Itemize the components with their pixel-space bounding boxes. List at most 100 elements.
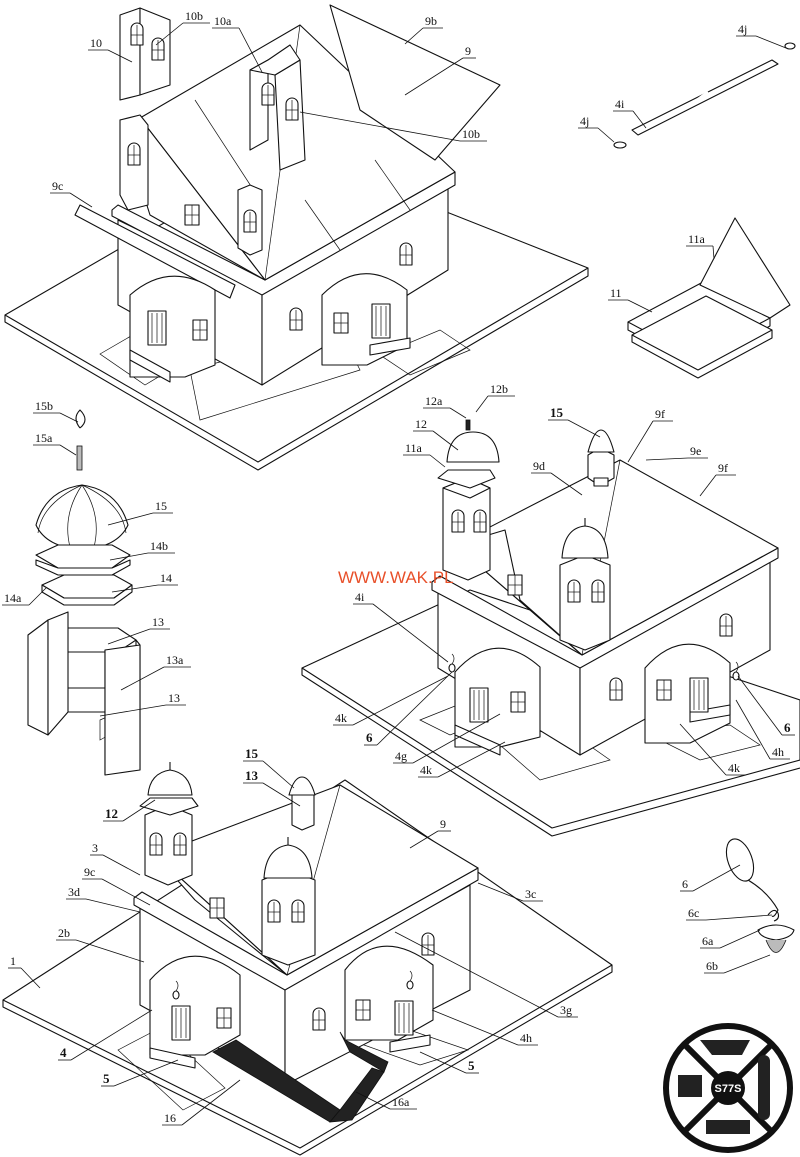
callout-16: 16	[162, 1079, 241, 1126]
leader-line	[679, 723, 727, 776]
tower-exploded	[27, 409, 141, 776]
label-13-a: 13	[152, 615, 164, 629]
leader-line	[99, 704, 167, 717]
label-10: 10	[90, 36, 102, 50]
leader-line	[155, 22, 184, 46]
callout-13-a: 13	[107, 615, 170, 645]
callout-12-bot: 12	[103, 799, 156, 822]
leader-line	[262, 782, 301, 807]
label-4k-c: 4k	[728, 761, 740, 775]
label-5-left: 5	[103, 1071, 110, 1086]
label-13-bot: 13	[245, 768, 259, 783]
leader-line	[113, 1059, 179, 1087]
label-12-mid: 12	[415, 417, 427, 431]
publisher-seal: S77S	[663, 1023, 793, 1153]
leader-line	[181, 1079, 241, 1126]
callout-4j-top: 4j	[736, 22, 787, 49]
label-14: 14	[160, 571, 172, 585]
leader-line	[627, 299, 653, 313]
leader-line	[419, 1051, 467, 1074]
leader-line	[352, 675, 449, 726]
label-3c: 3c	[525, 887, 536, 901]
callout-9b: 9b	[404, 14, 443, 45]
leader-line	[737, 675, 783, 736]
callout-10b-top: 10b	[155, 9, 210, 46]
label-12-bot: 12	[105, 806, 118, 821]
callout-6a: 6a	[700, 929, 761, 949]
leader-line	[238, 27, 263, 73]
leader-line	[299, 111, 461, 142]
leader-line	[735, 699, 771, 760]
label-13a: 13a	[166, 653, 184, 667]
label-16a: 16a	[392, 1095, 410, 1109]
label-15-exp: 15	[155, 499, 167, 513]
callout-9c-top: 9c	[50, 179, 93, 208]
label-9-bot: 9	[440, 817, 446, 831]
leader-line	[102, 854, 141, 876]
leader-line	[70, 1009, 153, 1061]
label-15b: 15b	[35, 399, 53, 413]
leader-line	[404, 57, 464, 96]
leader-line	[376, 671, 453, 746]
label-4g: 4g	[395, 749, 407, 763]
label-6c: 6c	[688, 906, 699, 920]
label-6a: 6a	[702, 934, 714, 948]
label-9b: 9b	[425, 14, 437, 28]
label-6-right: 6	[784, 720, 791, 735]
callout-9d: 9d	[531, 459, 583, 496]
leader-line	[431, 1009, 519, 1046]
callout-9e: 9e	[645, 444, 708, 461]
callout-4i-top: 4i	[613, 97, 647, 129]
callout-10a: 10a	[212, 14, 263, 73]
callout-15a: 15a	[33, 431, 77, 456]
label-9-top: 9	[465, 44, 471, 58]
callout-12a: 12a	[423, 394, 467, 419]
callout-13-b: 13	[99, 691, 186, 717]
leader-line	[109, 552, 149, 561]
callout-9f-a: 9f	[627, 407, 673, 463]
label-4k-b: 4k	[420, 763, 432, 777]
bottom-assembly	[2, 762, 613, 1156]
label-4j-top: 4j	[738, 22, 747, 36]
top-right-parts	[613, 42, 796, 379]
label-3g: 3g	[560, 1003, 572, 1017]
label-11a-top: 11a	[688, 232, 706, 246]
callout-11a-top: 11a	[686, 232, 715, 260]
lamp-detail	[725, 838, 795, 953]
callout-11: 11	[608, 286, 653, 313]
leader-line	[429, 454, 446, 468]
label-15-bot: 15	[245, 746, 259, 761]
label-15-mid: 15	[550, 405, 564, 420]
callout-15b: 15b	[33, 399, 79, 423]
label-6-left: 6	[366, 730, 373, 745]
leader-line	[632, 110, 647, 129]
callout-14b: 14b	[109, 539, 175, 561]
label-4-bot: 4	[60, 1045, 67, 1060]
callout-14: 14	[111, 571, 178, 593]
leader-line	[550, 472, 583, 496]
leader-line	[755, 35, 787, 49]
leader-line	[437, 741, 506, 778]
callout-9-bot: 9	[409, 817, 451, 849]
leader-line	[394, 931, 559, 1018]
label-3d: 3d	[68, 885, 80, 899]
callout-1: 1	[8, 954, 41, 989]
label-9c-bot: 9c	[84, 865, 95, 879]
callout-9c-bot: 9c	[82, 865, 151, 906]
callout-3: 3	[90, 841, 141, 876]
leader-line	[111, 584, 159, 593]
label-4i-top: 4i	[615, 97, 625, 111]
label-14a: 14a	[4, 591, 22, 605]
leader-line	[59, 412, 79, 423]
leader-line	[723, 954, 771, 974]
callout-14a: 14a	[2, 587, 47, 606]
callout-5-left: 5	[101, 1059, 179, 1087]
leader-line	[85, 898, 141, 913]
label-6-lamp: 6	[682, 877, 688, 891]
label-10b-top: 10b	[185, 9, 203, 23]
leader-line	[262, 760, 295, 789]
callout-16a: 16a	[355, 1091, 417, 1110]
label-4h-mid: 4h	[772, 745, 784, 759]
